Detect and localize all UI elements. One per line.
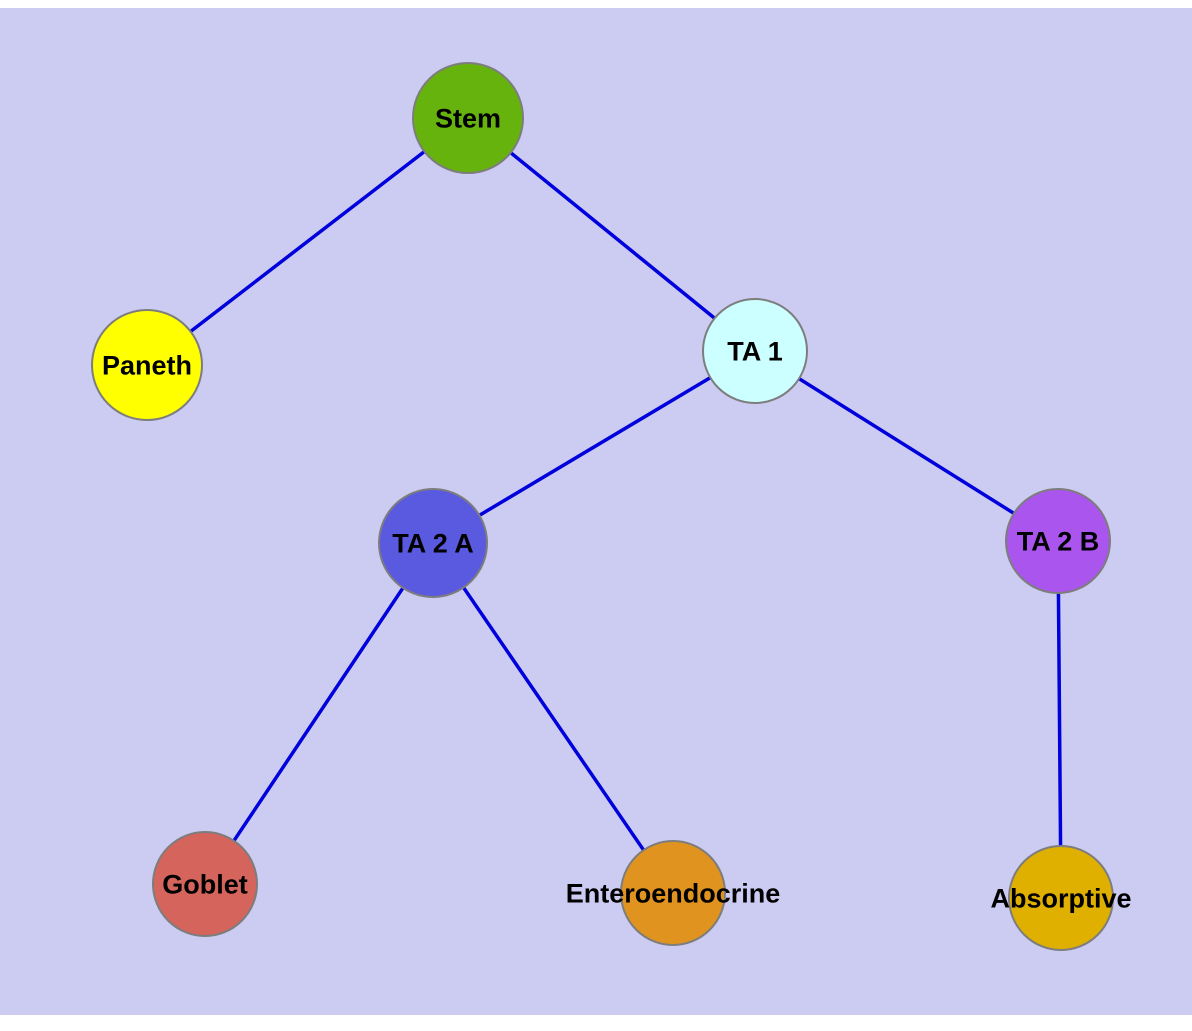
node-ta2b[interactable]: TA 2 B <box>1005 488 1111 594</box>
node-circle-absorptive[interactable] <box>1008 845 1114 951</box>
node-label-paneth: Paneth <box>102 350 192 380</box>
node-absorptive[interactable]: Absorptive <box>990 845 1132 951</box>
node-label-goblet: Goblet <box>162 869 248 899</box>
node-ta1[interactable]: TA 1 <box>702 298 808 404</box>
node-circle-paneth[interactable] <box>91 309 203 421</box>
node-circle-ta2b[interactable] <box>1005 488 1111 594</box>
edge-stem-to-ta1 <box>466 116 757 353</box>
node-enteroendocrine[interactable]: Enteroendocrine <box>566 840 781 946</box>
edge-stem-to-paneth <box>145 116 470 367</box>
node-label-ta1: TA 1 <box>727 336 783 366</box>
node-label-absorptive: Absorptive <box>990 883 1131 913</box>
edge-ta1-to-ta2b <box>754 349 1059 543</box>
node-label-ta2b: TA 2 B <box>1017 526 1100 556</box>
node-circle-stem[interactable] <box>412 62 524 174</box>
node-circle-ta2a[interactable] <box>378 488 488 598</box>
node-paneth[interactable]: Paneth <box>91 309 203 421</box>
node-label-ta2a: TA 2 A <box>392 528 474 558</box>
node-stem[interactable]: Stem <box>412 62 524 174</box>
edge-ta2a-to-enteroendocrine <box>431 542 675 894</box>
node-label-enteroendocrine: Enteroendocrine <box>566 878 781 908</box>
edge-ta1-to-ta2a <box>432 349 756 545</box>
node-ta2a[interactable]: TA 2 A <box>378 488 488 598</box>
node-circle-ta1[interactable] <box>702 298 808 404</box>
edge-ta2a-to-goblet <box>203 542 435 885</box>
node-circle-enteroendocrine[interactable] <box>620 840 726 946</box>
node-goblet[interactable]: Goblet <box>152 831 258 937</box>
edge-ta2b-to-absorptive <box>1056 540 1063 899</box>
node-label-stem: Stem <box>435 103 501 133</box>
node-circle-goblet[interactable] <box>152 831 258 937</box>
